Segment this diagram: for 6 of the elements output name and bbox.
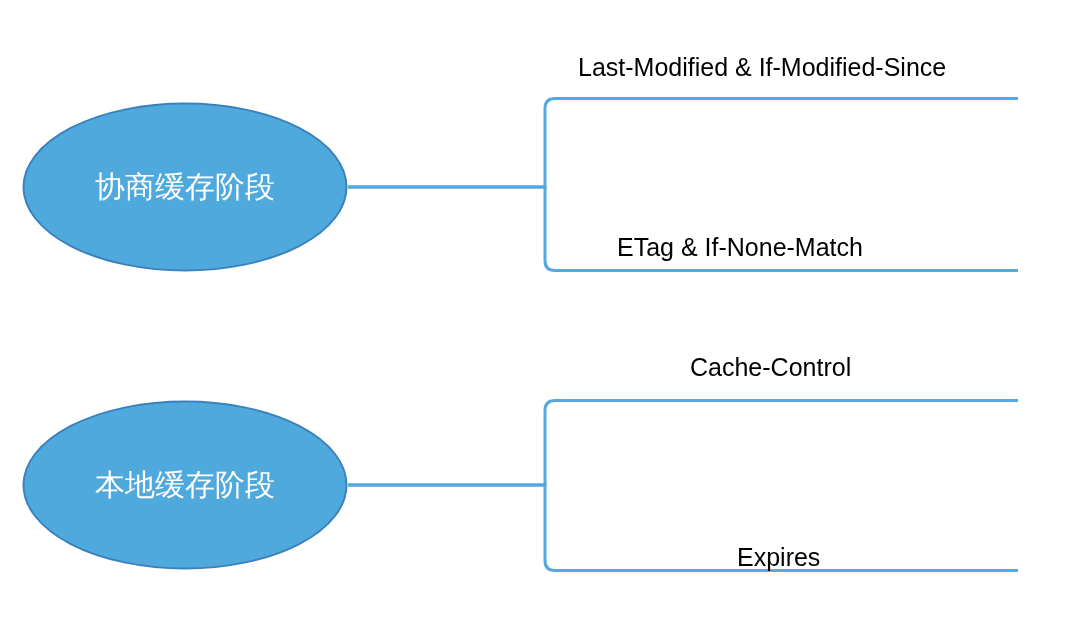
header-label: Last-Modified & If-Modified-Since — [578, 54, 947, 82]
header-label: Expires — [737, 544, 821, 572]
header-label: ETag & If-None-Match — [617, 234, 863, 262]
stage-label: 本地缓存阶段 — [95, 465, 275, 504]
header-label: Cache-Control — [690, 354, 852, 382]
stage-label: 协商缓存阶段 — [95, 167, 275, 206]
